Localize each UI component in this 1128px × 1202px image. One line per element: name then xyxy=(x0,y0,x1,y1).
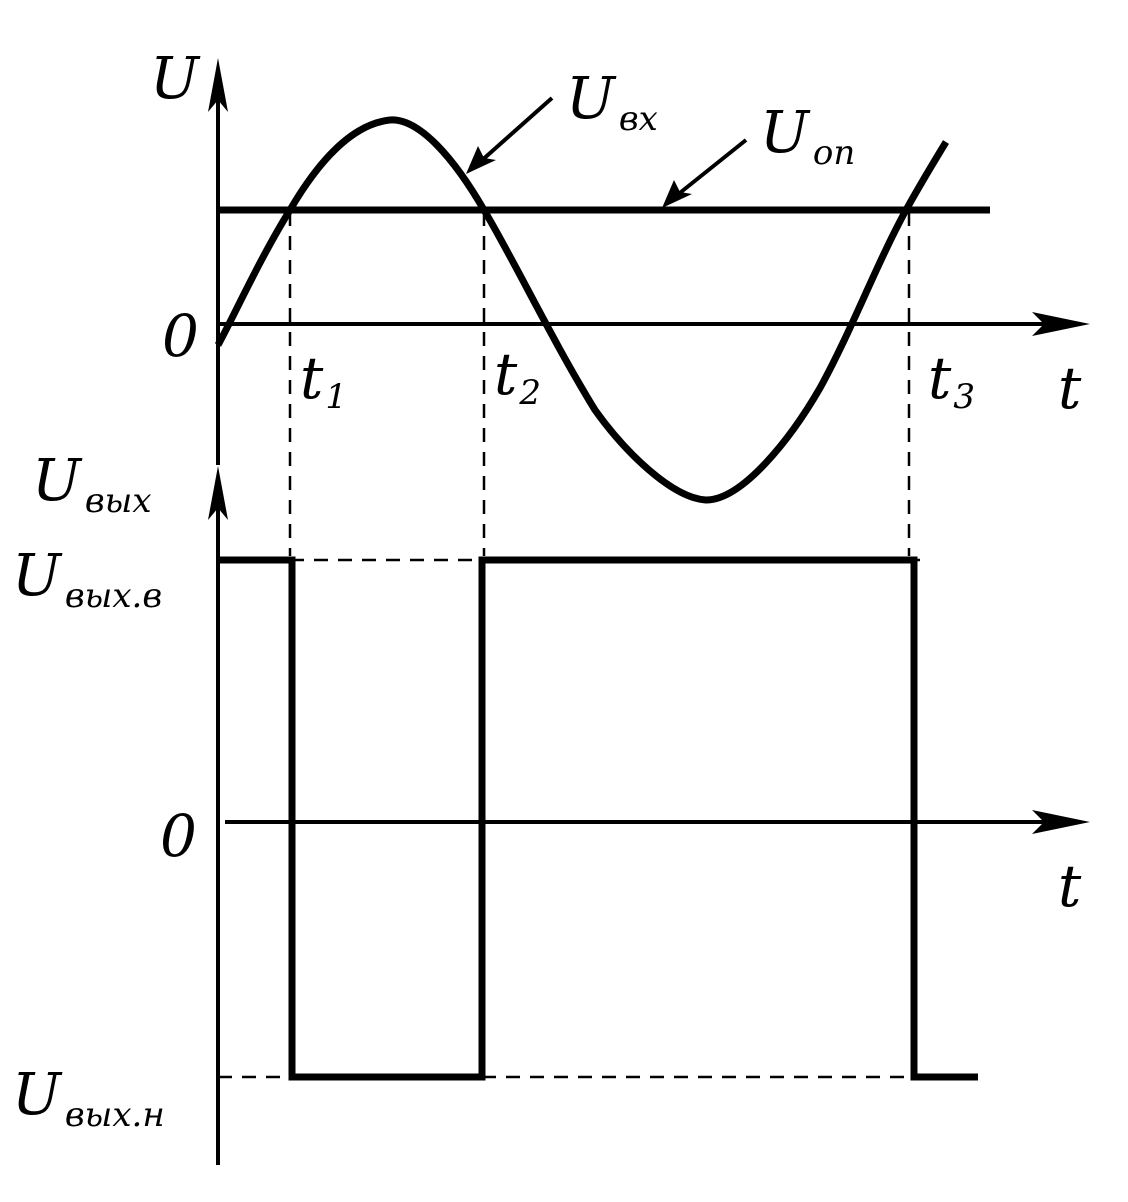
top-x-axis-label: t xyxy=(1058,354,1082,422)
reference-pointer xyxy=(674,138,748,198)
input-signal-curve xyxy=(214,116,949,504)
top-y-axis-arrowhead xyxy=(208,58,228,112)
t1-label: t1 xyxy=(300,344,347,417)
bottom-origin-label: 0 xyxy=(160,802,197,870)
input-signal-pointer-head xyxy=(466,146,496,174)
output-signal-waveform xyxy=(218,556,978,1081)
bottom-y-axis-arrowhead xyxy=(208,466,228,520)
bottom-x-axis-label: t xyxy=(1058,852,1082,920)
reference-pointer-head xyxy=(662,180,692,208)
bottom-x-axis-arrowhead xyxy=(1032,810,1090,834)
t2-label: t2 xyxy=(494,340,541,413)
top-y-axis-label: U xyxy=(150,44,201,112)
t3-label: t3 xyxy=(928,344,975,417)
top-origin-label: 0 xyxy=(162,302,199,370)
top-x-axis-arrowhead xyxy=(1032,312,1090,336)
input-signal-pointer xyxy=(478,96,554,164)
